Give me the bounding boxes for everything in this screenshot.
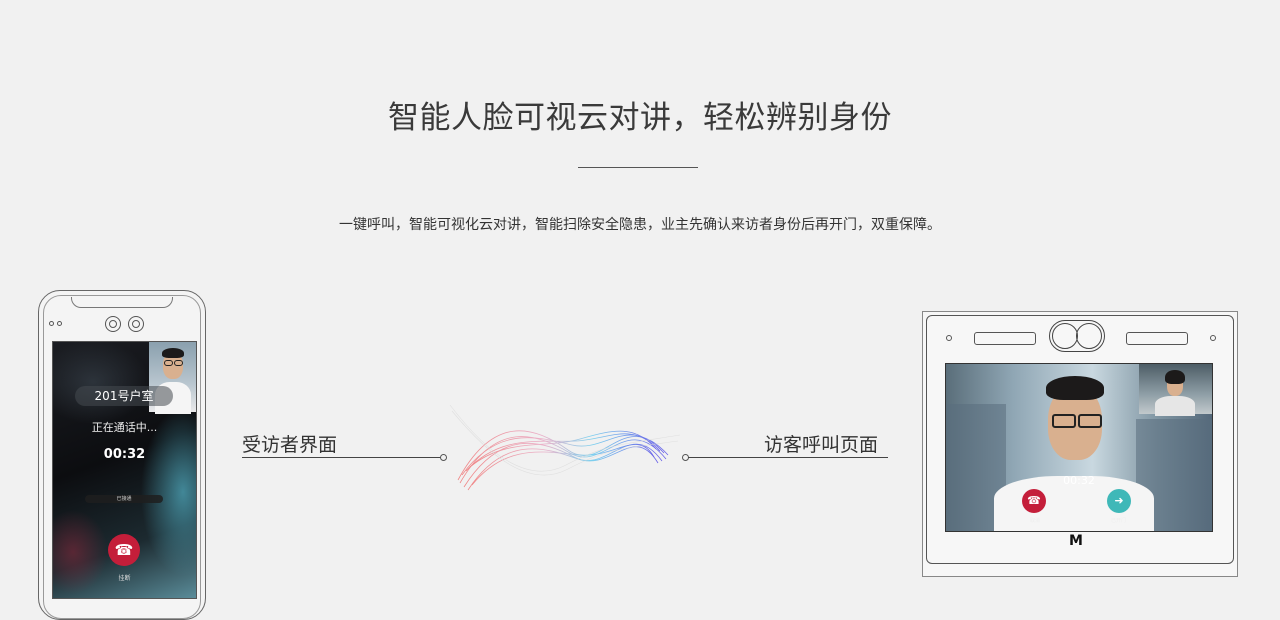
panel-screen: 00:32 ☎ 取消 ➜ 已开门 bbox=[945, 363, 1213, 532]
phone-sensor-dot bbox=[49, 321, 54, 326]
panel-light-slot bbox=[1126, 332, 1188, 345]
phone-screen: 201号户室 正在通话中... 00:32 已接通 ☎ 挂断 bbox=[52, 341, 197, 599]
call-connected-bar: 已接通 bbox=[85, 495, 163, 503]
call-status: 正在通话中... bbox=[91, 421, 158, 434]
door-open-icon: ➜ bbox=[1114, 494, 1124, 507]
visitor-call-page-label: 访客呼叫页面 bbox=[764, 434, 879, 456]
phone-sensor-dot bbox=[57, 321, 62, 326]
panel-unlock-label: 已开门 bbox=[1111, 518, 1127, 524]
panel-call-timer: 00:32 bbox=[1063, 474, 1095, 487]
phone-speaker bbox=[71, 297, 173, 308]
panel-hangup-button[interactable]: ☎ bbox=[1022, 489, 1046, 513]
intercom-panel-illustration: 00:32 ☎ 取消 ➜ 已开门 M bbox=[922, 311, 1238, 577]
phone-camera-icon bbox=[128, 316, 144, 332]
brand-logo: M bbox=[1069, 533, 1083, 549]
page-title: 智能人脸可视云对讲，轻松辨别身份 bbox=[388, 100, 892, 136]
call-timer: 00:32 bbox=[103, 447, 146, 462]
phone-hangup-button[interactable]: ☎ bbox=[108, 534, 140, 566]
panel-sensor-dot bbox=[1210, 335, 1216, 341]
resident-interface-label: 受访者界面 bbox=[242, 434, 338, 456]
page-subtitle: 一键呼叫，智能可视化云对讲，智能扫除安全隐患，业主先确认来访者身份后再开门，双重… bbox=[339, 217, 941, 233]
title-divider bbox=[578, 167, 698, 168]
panel-sensor-dot bbox=[946, 335, 952, 341]
phone-hangup-icon: ☎ bbox=[114, 541, 134, 559]
panel-unlock-button[interactable]: ➜ bbox=[1107, 489, 1131, 513]
resident-video-thumbnail bbox=[1139, 364, 1212, 416]
phone-hangup-icon: ☎ bbox=[1027, 494, 1041, 507]
panel-frame bbox=[926, 315, 1234, 564]
panel-light-slot bbox=[974, 332, 1036, 345]
left-connector-dot bbox=[440, 454, 447, 461]
left-connector-line bbox=[242, 457, 442, 458]
signal-wave-graphic bbox=[449, 404, 681, 491]
room-label: 201号户室 bbox=[75, 386, 173, 406]
right-connector-line bbox=[688, 457, 888, 458]
panel-camera-icon bbox=[1049, 320, 1105, 352]
phone-camera-icon bbox=[105, 316, 121, 332]
hangup-label: 挂断 bbox=[118, 575, 131, 582]
phone-illustration: 201号户室 正在通话中... 00:32 已接通 ☎ 挂断 bbox=[38, 290, 206, 620]
panel-hangup-label: 取消 bbox=[1030, 518, 1041, 524]
